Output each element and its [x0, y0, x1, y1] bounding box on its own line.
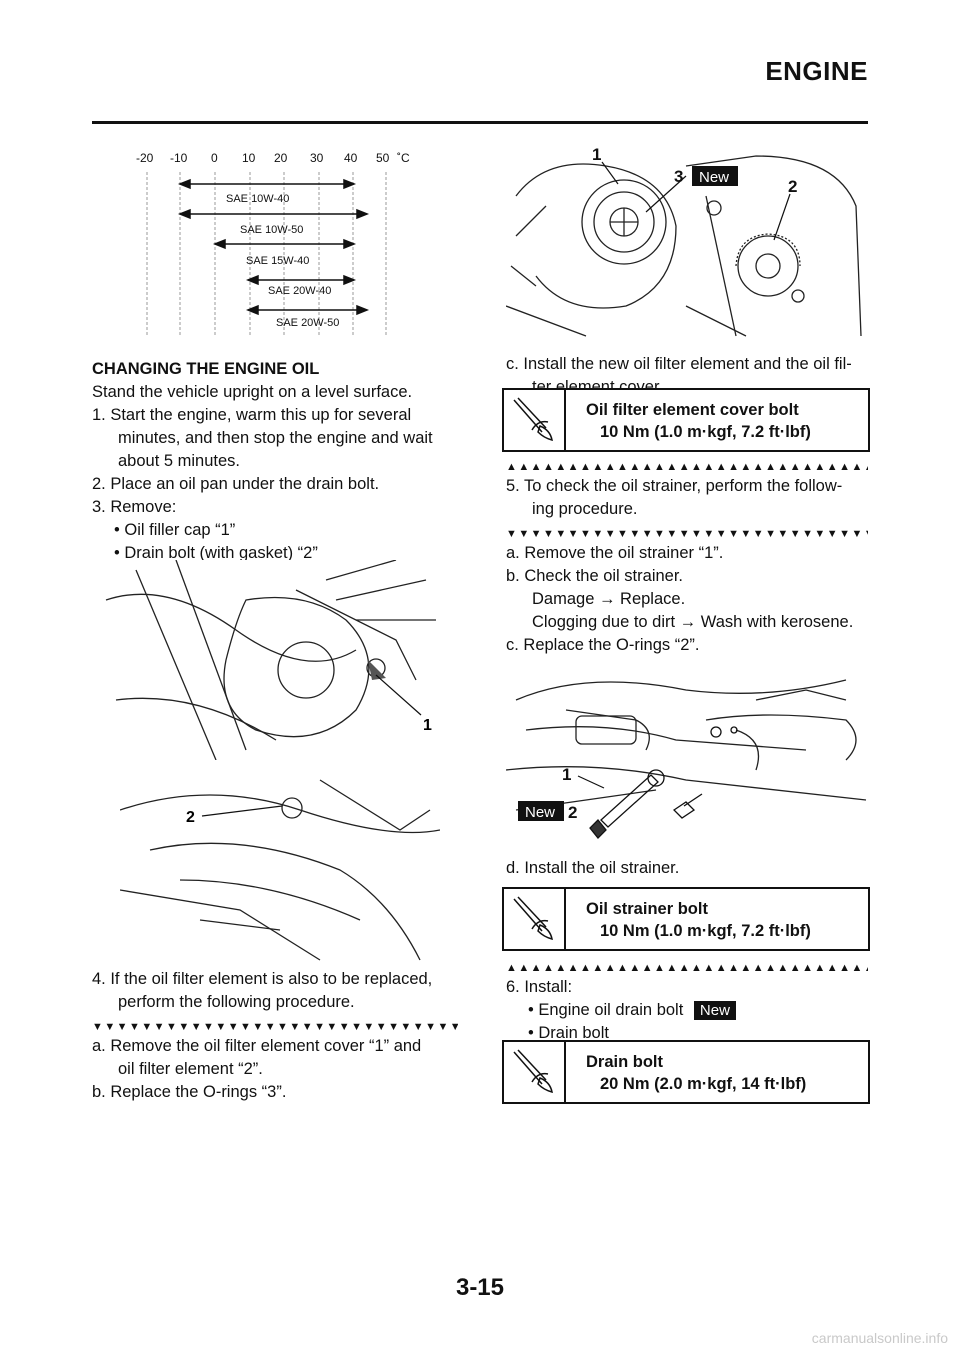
step-6-item-label: • Engine oil drain bolt — [528, 1001, 684, 1019]
temp-label: 20 — [274, 151, 288, 165]
grade-label: SAE 20W-40 — [268, 285, 331, 297]
temp-label: 40 — [344, 151, 358, 165]
page-number: 3-15 — [455, 1274, 505, 1301]
temp-unit: ˚C — [397, 151, 410, 165]
torque-value: 10 Nm (1.0 m·kgf, 7.2 ft·lbf) — [600, 922, 811, 940]
section-heading: CHANGING THE ENGINE OIL — [92, 360, 320, 378]
step-2: 2. Place an oil pan under the drain bolt… — [92, 475, 380, 493]
substep-d: d. Install the oil strainer. — [506, 859, 680, 877]
procedure-end-marker: ▲▲▲▲▲▲▲▲▲▲▲▲▲▲▲▲▲▲▲▲▲▲▲▲▲▲▲▲▲▲▲▲▲ — [506, 962, 868, 974]
step-1-cont: about 5 minutes. — [118, 452, 240, 470]
step-4: 4. If the oil filter element is also to … — [92, 970, 433, 988]
grade-label: SAE 20W-50 — [276, 317, 339, 329]
watermark: carmanualsonline.info — [811, 1330, 948, 1346]
callout-3: 3 — [674, 167, 683, 186]
torque-value: 10 Nm (1.0 m·kgf, 7.2 ft·lbf) — [600, 423, 811, 441]
substep-a: a. Remove the oil strainer “1”. — [506, 544, 724, 562]
step-5: 5. To check the oil strainer, perform th… — [506, 477, 843, 495]
page-title: ENGINE — [765, 56, 868, 86]
callout-1: 1 — [562, 765, 571, 784]
step-5-cont: ing procedure. — [532, 500, 638, 518]
temp-label: 30 — [310, 151, 324, 165]
grade-label: SAE 15W-40 — [246, 255, 309, 267]
header-rule — [92, 121, 868, 124]
temp-label: 0 — [211, 151, 218, 165]
callout-1: 1 — [592, 145, 601, 164]
figure-oil-filter: 1 3 2 New — [506, 136, 868, 346]
step-3: 3. Remove: — [92, 498, 177, 516]
temp-label: -10 — [170, 151, 188, 165]
oil-viscosity-chart: -20 -10 0 10 20 30 40 50 ˚C SAE 10W-40 S… — [136, 151, 410, 335]
substep-b-detail: Damage → Replace. — [532, 590, 686, 608]
grade-label: SAE 10W-50 — [240, 224, 303, 236]
procedure-end-marker: ▲▲▲▲▲▲▲▲▲▲▲▲▲▲▲▲▲▲▲▲▲▲▲▲▲▲▲▲▲▲▲▲▲ — [506, 461, 868, 473]
figure-oil-strainer: 1 2 New — [506, 660, 868, 850]
callout-1: 1 — [423, 717, 432, 734]
torque-wrench-icon — [504, 889, 566, 949]
torque-name: Drain bolt — [586, 1053, 663, 1071]
step-4-cont: perform the following procedure. — [118, 993, 355, 1011]
substep-b-detail: Clogging due to dirt → Wash with kerosen… — [532, 613, 854, 631]
substep-c: c. Replace the O-rings “2”. — [506, 636, 700, 654]
torque-spec-box: Oil filter element cover bolt 10 Nm (1.0… — [502, 388, 870, 452]
step-6: 6. Install: — [506, 978, 573, 996]
intro-text: Stand the vehicle upright on a level sur… — [92, 383, 413, 401]
torque-wrench-icon — [504, 1042, 566, 1102]
figure-drain-bolt: 2 — [120, 770, 440, 965]
callout-2: 2 — [186, 809, 195, 826]
new-badge: New — [699, 169, 729, 186]
torque-name: Oil strainer bolt — [586, 900, 708, 918]
torque-wrench-icon — [504, 390, 566, 450]
substep-b: b. Replace the O-rings “3”. — [92, 1083, 287, 1101]
substep-a-cont: oil filter element “2”. — [118, 1060, 263, 1078]
torque-value: 20 Nm (2.0 m·kgf, 14 ft·lbf) — [600, 1075, 807, 1093]
grade-label: SAE 10W-40 — [226, 193, 289, 205]
torque-spec-box: Oil strainer bolt 10 Nm (1.0 m·kgf, 7.2 … — [502, 887, 870, 951]
procedure-start-marker: ▼▼▼▼▼▼▼▼▼▼▼▼▼▼▼▼▼▼▼▼▼▼▼▼▼▼▼▼▼▼▼▼▼ — [506, 528, 868, 540]
temp-label: 50 — [376, 151, 390, 165]
callout-2: 2 — [788, 177, 797, 196]
step-1-cont: minutes, and then stop the engine and wa… — [118, 429, 433, 447]
step-3-item: • Oil filler cap “1” — [114, 521, 236, 539]
figure-oil-filler-cap: 1 — [96, 560, 446, 760]
procedure-start-marker: ▼▼▼▼▼▼▼▼▼▼▼▼▼▼▼▼▼▼▼▼▼▼▼▼▼▼▼▼▼▼▼▼▼ — [92, 1021, 458, 1033]
substep-a: a. Remove the oil filter element cover “… — [92, 1037, 422, 1055]
torque-spec-box: Drain bolt 20 Nm (2.0 m·kgf, 14 ft·lbf) — [502, 1040, 870, 1104]
new-badge: New — [525, 804, 555, 821]
substep-b: b. Check the oil strainer. — [506, 567, 684, 585]
torque-name: Oil filter element cover bolt — [586, 401, 799, 419]
temp-label: 10 — [242, 151, 256, 165]
substep-c: c. Install the new oil filter element an… — [506, 355, 852, 373]
temp-label: -20 — [136, 151, 154, 165]
step-1: 1. Start the engine, warm this up for se… — [92, 406, 412, 424]
step-6-item: • Drain bolt — [528, 1024, 609, 1042]
step-3-item: • Drain bolt (with gasket) “2” — [114, 544, 318, 562]
step-6-item: • Engine oil drain bolt New — [528, 999, 736, 1022]
callout-2: 2 — [568, 803, 577, 822]
new-badge: New — [693, 1001, 736, 1020]
